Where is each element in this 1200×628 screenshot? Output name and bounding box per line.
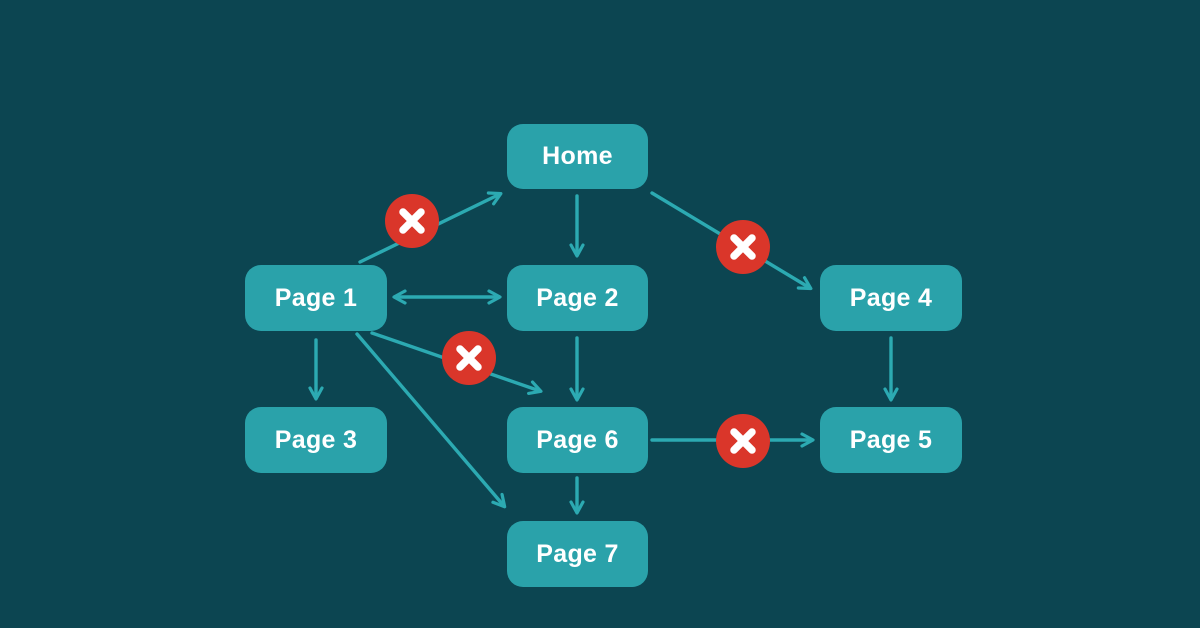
node-page6: Page 6 [507,407,648,473]
edge-page1-to-page7 [355,332,507,509]
node-page7: Page 7 [507,521,648,587]
node-label: Page 5 [849,425,933,454]
broken-page6-page5-error-icon [716,414,770,468]
node-label: Page 3 [274,425,358,454]
x-cross-icon [456,345,482,371]
node-page2: Page 2 [507,265,648,331]
node-page1: Page 1 [245,265,387,331]
node-label: Page 1 [274,283,358,312]
node-label: Home [542,142,613,170]
broken-page1-home-error-icon [385,194,439,248]
node-label: Page 6 [536,425,619,454]
x-cross-icon [399,208,425,234]
x-cross-icon [730,234,756,260]
node-page3: Page 3 [245,407,387,473]
node-label: Page 2 [536,283,619,312]
node-page5: Page 5 [820,407,962,473]
node-home: Home [507,124,648,189]
x-cross-icon [730,428,756,454]
broken-page1-page6-error-icon [442,331,496,385]
node-label: Page 7 [536,539,619,568]
node-page4: Page 4 [820,265,962,331]
broken-home-page4-error-icon [716,220,770,274]
node-label: Page 4 [849,283,933,312]
